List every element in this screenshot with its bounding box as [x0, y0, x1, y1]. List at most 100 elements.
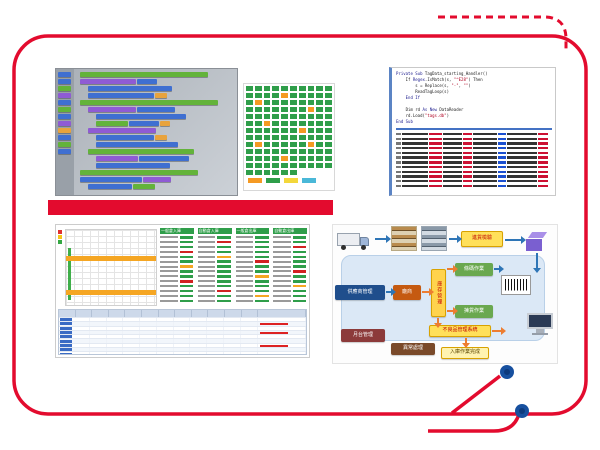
log-segment [443, 151, 462, 155]
status-cell [281, 100, 288, 105]
code-block [88, 128, 156, 133]
stat-label-bar [160, 236, 178, 239]
stat-label-bar [235, 285, 254, 288]
code-token: "^E28" [453, 77, 469, 82]
status-cell [246, 149, 253, 154]
status-cell [263, 170, 271, 175]
log-segment [396, 179, 401, 183]
stat-label-bar [160, 241, 178, 244]
stat-value-bar [255, 240, 269, 244]
wms-table-body [59, 317, 306, 354]
table-cell [123, 339, 141, 343]
stat-row [197, 299, 232, 303]
log-segment [443, 179, 462, 183]
status-cell [325, 100, 332, 105]
table-cell [207, 326, 225, 330]
table-cell [258, 348, 306, 352]
status-cell [298, 149, 306, 154]
monitor-stand [536, 329, 544, 333]
log-segment [396, 137, 401, 141]
log-segment [396, 165, 401, 169]
log-rows [396, 133, 552, 187]
status-cell [325, 93, 332, 98]
status-cell [272, 163, 280, 168]
stat-label-bar [273, 241, 291, 244]
status-cell [263, 93, 271, 98]
table-cell [207, 322, 225, 326]
code-block [80, 170, 198, 175]
status-cell [263, 142, 271, 147]
code-block [96, 156, 138, 161]
stat-value-bar [179, 270, 194, 273]
monitor-screen [527, 313, 553, 329]
status-row [246, 149, 332, 154]
stat-row [235, 284, 270, 288]
table-header-cell [159, 310, 176, 317]
code-block [88, 107, 136, 112]
code-line: Private Sub TagData_starting_Handler() [396, 71, 552, 77]
stat-row [273, 265, 307, 268]
stat-value-bar [255, 265, 269, 268]
log-segment [538, 151, 548, 155]
status-cell [307, 149, 315, 154]
table-cell [107, 335, 124, 339]
stat-row [197, 270, 232, 273]
stat-value-bar [255, 250, 269, 254]
code-block [160, 121, 170, 126]
log-segment [402, 161, 428, 164]
stat-row [160, 275, 194, 278]
log-segment [443, 184, 462, 187]
table-cell [90, 343, 107, 348]
code-block [96, 121, 128, 126]
status-cell [281, 107, 288, 112]
stat-label-bar [273, 294, 291, 297]
stat-row [273, 294, 307, 298]
red-divider-bar [48, 200, 333, 215]
status-cell [307, 128, 315, 133]
table-cell [224, 335, 241, 339]
stat-label-bar [160, 285, 178, 288]
legend-chip [248, 178, 262, 183]
log-segment [396, 133, 401, 136]
table-header-cell [109, 310, 126, 317]
status-cell [263, 86, 271, 91]
table-cell [207, 343, 225, 348]
code-block [133, 184, 155, 189]
package-cube-icon [526, 232, 548, 251]
status-cell [325, 86, 332, 91]
table-cell [140, 322, 157, 326]
block-row [74, 156, 237, 161]
status-cell [289, 170, 297, 175]
warehouse-rack-photo-2 [421, 226, 447, 251]
screenshot-status-board [243, 83, 335, 191]
table-cell [73, 343, 90, 348]
table-header-cell [175, 310, 192, 317]
code-block [80, 72, 208, 77]
row-link [60, 339, 72, 343]
status-cell [263, 128, 271, 133]
arrow-head [453, 307, 458, 315]
stat-label-bar [235, 290, 254, 293]
stat-row [235, 265, 270, 268]
code-token: End Sub [396, 119, 413, 124]
stat-value-bar [217, 284, 231, 288]
stat-row [273, 250, 307, 254]
log-segment [538, 175, 548, 178]
table-cell [174, 339, 191, 343]
log-segment [402, 151, 428, 155]
table-cell [140, 335, 157, 339]
arrow-head [462, 343, 470, 348]
status-cell [307, 163, 315, 168]
log-segment [538, 133, 548, 136]
stat-row [197, 236, 232, 239]
stat-value-bar [292, 236, 307, 239]
arrow-head [391, 288, 396, 296]
code-token: ) [468, 83, 471, 88]
code-block [155, 93, 167, 98]
arrow-head [501, 327, 506, 335]
alert-text-bar [259, 344, 288, 347]
toolbox-block [58, 86, 71, 91]
truck-wheel [341, 245, 346, 250]
stat-group-header: 一般倉出庫 [235, 228, 270, 234]
table-cell [157, 352, 174, 354]
